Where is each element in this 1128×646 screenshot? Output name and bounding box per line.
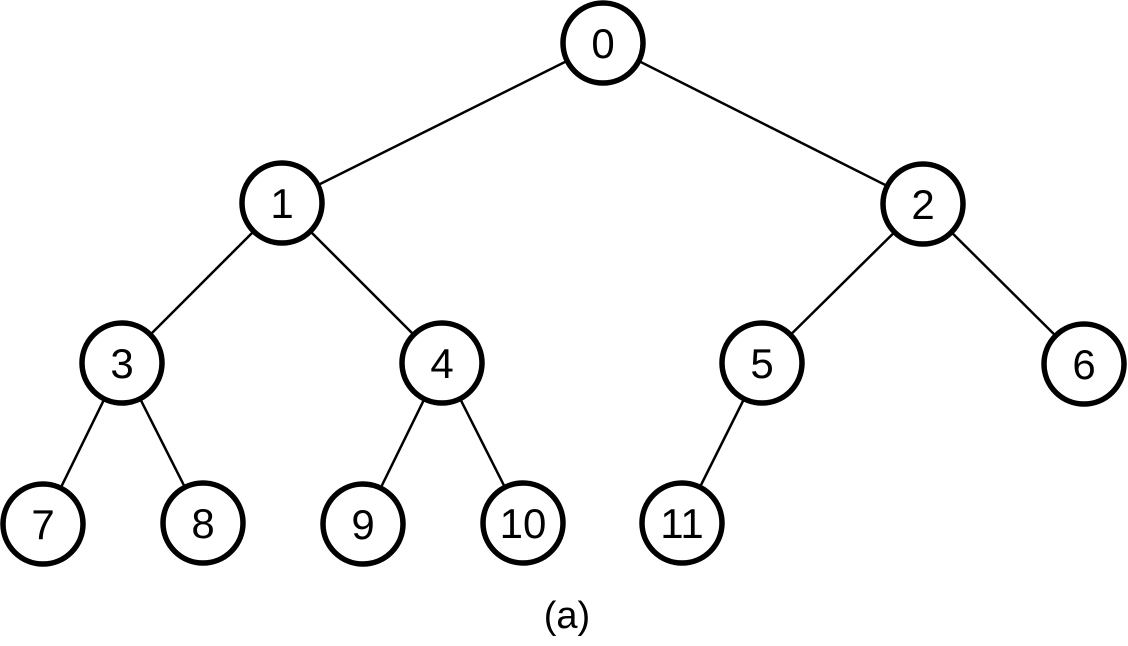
- node-label-9: 9: [351, 501, 374, 548]
- node-circle-2: [880, 161, 966, 247]
- node-circle-6: [1041, 321, 1127, 407]
- tree-node-10: 10: [480, 480, 566, 566]
- node-label-6: 6: [1072, 341, 1095, 388]
- node-circle-4: [399, 320, 485, 406]
- tree-edge-0-2: [601, 41, 925, 206]
- node-circle-1: [239, 160, 325, 246]
- tree-node-8: 8: [160, 480, 246, 566]
- node-circle-9: [320, 481, 406, 567]
- node-label-11: 11: [660, 500, 704, 547]
- tree-node-3: 3: [79, 320, 165, 406]
- tree-edges-layer: [41, 41, 1086, 526]
- node-label-5: 5: [750, 340, 773, 387]
- node-label-8: 8: [191, 500, 214, 547]
- node-circle-7: [0, 481, 86, 567]
- tree-node-2: 2: [880, 161, 966, 247]
- node-circle-3: [79, 320, 165, 406]
- tree-nodes-layer: 0 1 2 3 4 5 6 7 8 9 10 11: [0, 0, 1127, 567]
- tree-node-6: 6: [1041, 321, 1127, 407]
- node-circle-8: [160, 480, 246, 566]
- tree-node-0: 0: [560, 0, 646, 86]
- tree-node-9: 9: [320, 481, 406, 567]
- node-circle-11: [639, 480, 725, 566]
- node-label-3: 3: [110, 340, 133, 387]
- node-label-2: 2: [911, 181, 934, 228]
- node-label-0: 0: [591, 20, 614, 67]
- tree-node-5: 5: [719, 320, 805, 406]
- tree-node-1: 1: [239, 160, 325, 246]
- node-label-10: 10: [500, 500, 547, 547]
- diagram-caption: (a): [544, 595, 590, 637]
- tree-edge-0-1: [280, 41, 605, 205]
- node-circle-5: [719, 320, 805, 406]
- tree-node-7: 7: [0, 481, 86, 567]
- node-label-4: 4: [430, 340, 453, 387]
- node-label-7: 7: [31, 501, 54, 548]
- node-circle-0: [560, 0, 646, 86]
- tree-node-11: 11: [639, 480, 725, 566]
- node-label-1: 1: [270, 180, 293, 227]
- node-circle-10: [480, 480, 566, 566]
- tree-node-4: 4: [399, 320, 485, 406]
